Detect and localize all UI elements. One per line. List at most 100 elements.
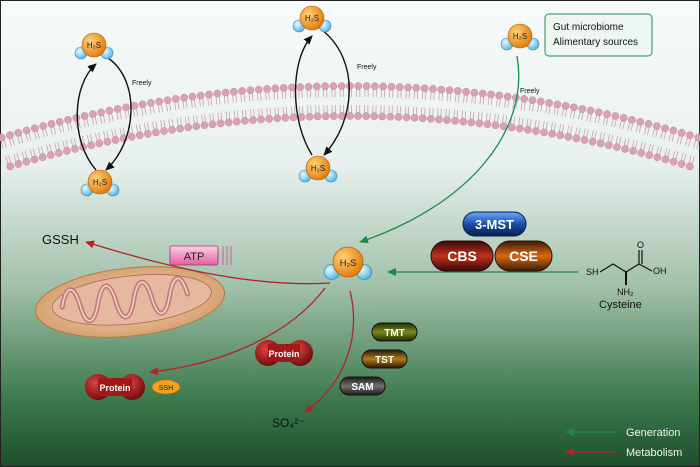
lipid-head [305,112,314,121]
lipid-head [279,84,288,92]
lipid-head [578,105,587,113]
svg-text:H₂S: H₂S [305,14,319,23]
lipid-head [288,83,296,92]
lipid-head [14,160,23,168]
lipid-head [188,92,197,101]
lipid-head [97,108,105,117]
enzyme-cse: CSE [494,240,553,272]
h2s-molecule-outside-1: H₂S [74,32,114,60]
freely-label-1: Freely [132,80,152,87]
lipid-head [429,85,437,93]
lipid-head [427,115,435,123]
h2s-molecule-outside-3: H₂S [500,23,540,51]
lipid-head [540,128,548,137]
lipid-head [135,131,144,140]
lipid-head [304,82,313,91]
lipid-head [144,130,152,138]
lipid-head [296,83,305,91]
lipid-head [435,115,443,124]
lipid-head [443,116,451,124]
h2s-molecule-membrane-1: H₂S [80,169,120,197]
lipid-head [520,95,528,103]
svg-text:H₂S: H₂S [93,178,107,187]
lipid-head [180,93,188,102]
lipid-head [371,82,379,91]
lipid-head [645,151,654,159]
lipid-head [564,133,573,141]
lipid-head [39,122,47,130]
lipid-head [685,162,694,171]
lipid-head [677,129,686,137]
lipid-head [297,113,306,121]
lipid-head [483,120,492,129]
lipid-head [370,112,379,121]
lipid-head [200,121,209,130]
lipid-head [321,112,330,121]
lipid-head [257,115,265,124]
lipid-head [580,136,589,144]
lipid-head [89,110,97,118]
lipid-head [395,83,404,91]
svg-text:3-MST: 3-MST [475,217,514,232]
lipid-head [105,106,114,115]
lipid-head [281,114,290,122]
lipid-head [6,162,15,171]
lipid-head [337,82,346,90]
lipid-head [55,149,63,157]
lipid-head [176,124,184,133]
enzyme-tst: TST [361,349,408,369]
lipid-head [629,147,637,155]
svg-text:SAM: SAM [351,382,373,393]
cysteine-label: Cysteine [599,299,642,311]
lipid-head [613,143,621,151]
lipid-head [404,83,412,92]
lipid-head [487,90,495,99]
lipid-head [553,100,562,109]
ssh-label: SSH [159,385,173,392]
lipid-head [677,160,686,168]
lipid-head [147,99,155,107]
source-line-1: Gut microbiome [553,22,624,33]
lipid-head [38,153,47,162]
lipid-head [130,101,139,110]
lipid-head [402,113,411,122]
legend-generation-label: Generation [626,427,680,439]
lipid-head [63,147,71,155]
lipid-head [636,118,645,126]
lipid-head [103,137,112,146]
metabolism-arrows [85,240,355,413]
lipid-head [71,145,79,153]
lipid-head [216,119,225,128]
lipid-head [462,87,470,96]
lipid-head [491,121,500,130]
lipid-head [6,131,14,139]
svg-text:H₂S: H₂S [311,164,325,173]
lipid-head [604,141,613,150]
cysteine-nh2: NH₂ [617,287,634,297]
lipid-head [653,122,661,130]
svg-text:H₂S: H₂S [87,41,101,50]
lipid-head [459,117,467,126]
sulfate-label: SO₄²⁻ [272,416,305,430]
lipid-head [379,82,387,91]
lipid-head [619,114,628,122]
cysteine-sh: SH [586,267,599,277]
cysteine-o: O [637,240,644,250]
lipid-head [47,120,56,128]
lipid-head [536,97,545,106]
lipid-head [503,92,512,101]
lipid-head [686,131,694,139]
lipid-head [230,87,238,96]
lipid-head [556,131,565,140]
lipid-head [661,124,669,133]
lipid-head [507,123,516,132]
lipid-head [387,82,396,91]
lipid-head [31,124,39,133]
lipid-head [22,157,31,166]
lipid-head [95,139,104,148]
lipid-head [495,91,504,100]
lipid-head [445,86,454,95]
lipid-head [249,116,257,124]
lipid-head [64,116,72,124]
lipid-head [572,134,581,143]
